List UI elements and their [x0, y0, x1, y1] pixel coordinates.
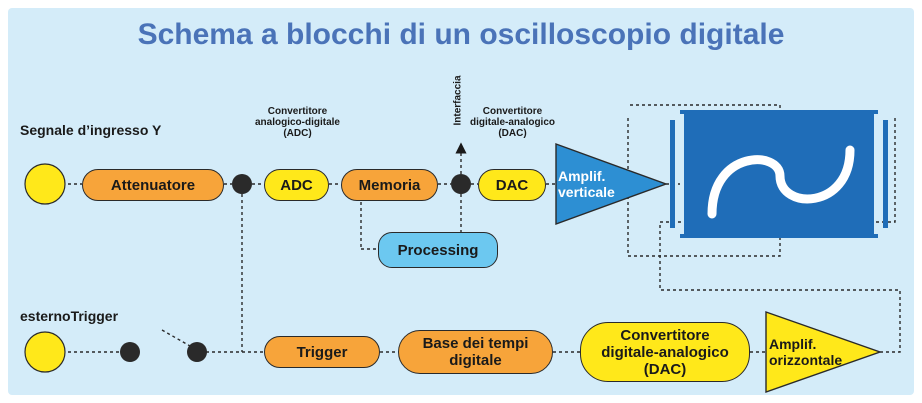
node-dot	[120, 342, 140, 362]
adc-caption: Convertitore analogico-digitale (ADC)	[254, 106, 340, 139]
vertical-amp-label: Amplif. verticale	[558, 168, 615, 200]
sine-wave-trace	[707, 145, 855, 219]
node-dot	[232, 174, 252, 194]
node-dot	[187, 342, 207, 362]
timebase-block: Base dei tempi digitale	[398, 330, 553, 374]
horizontal-amp-shape	[765, 311, 883, 393]
trigger-block: Trigger	[264, 336, 380, 368]
interface-label: Interfaccia	[452, 75, 464, 126]
dac-caption: Convertitore digitale-analogico (DAC)	[470, 106, 556, 139]
diagram-title: Schema a blocchi di un oscilloscopio dig…	[137, 18, 785, 51]
node-dot	[451, 174, 471, 194]
processing-block: Processing	[378, 232, 498, 268]
memory-block: Memoria	[341, 169, 438, 201]
dac-block: DAC	[478, 169, 546, 201]
trigger-input-terminal	[24, 331, 66, 373]
attenuator-block: Attenuatore	[82, 169, 224, 201]
screen-left-plate	[670, 120, 675, 228]
adc-block: ADC	[264, 169, 329, 201]
vertical-amp-shape	[555, 143, 669, 225]
screen-right-plate	[883, 120, 888, 228]
screen-top-plate	[680, 110, 878, 114]
signal-input-terminal	[24, 163, 66, 205]
screen-bottom-plate	[680, 234, 878, 238]
signal-input-label: Segnale d’ingresso Y	[20, 122, 162, 138]
horizontal-amp-label: Amplif. orizzontale	[769, 336, 843, 368]
bottom-converter-block: Convertitore digitale-analogico (DAC)	[580, 322, 750, 382]
external-trigger-label: esternoTrigger	[20, 308, 119, 324]
